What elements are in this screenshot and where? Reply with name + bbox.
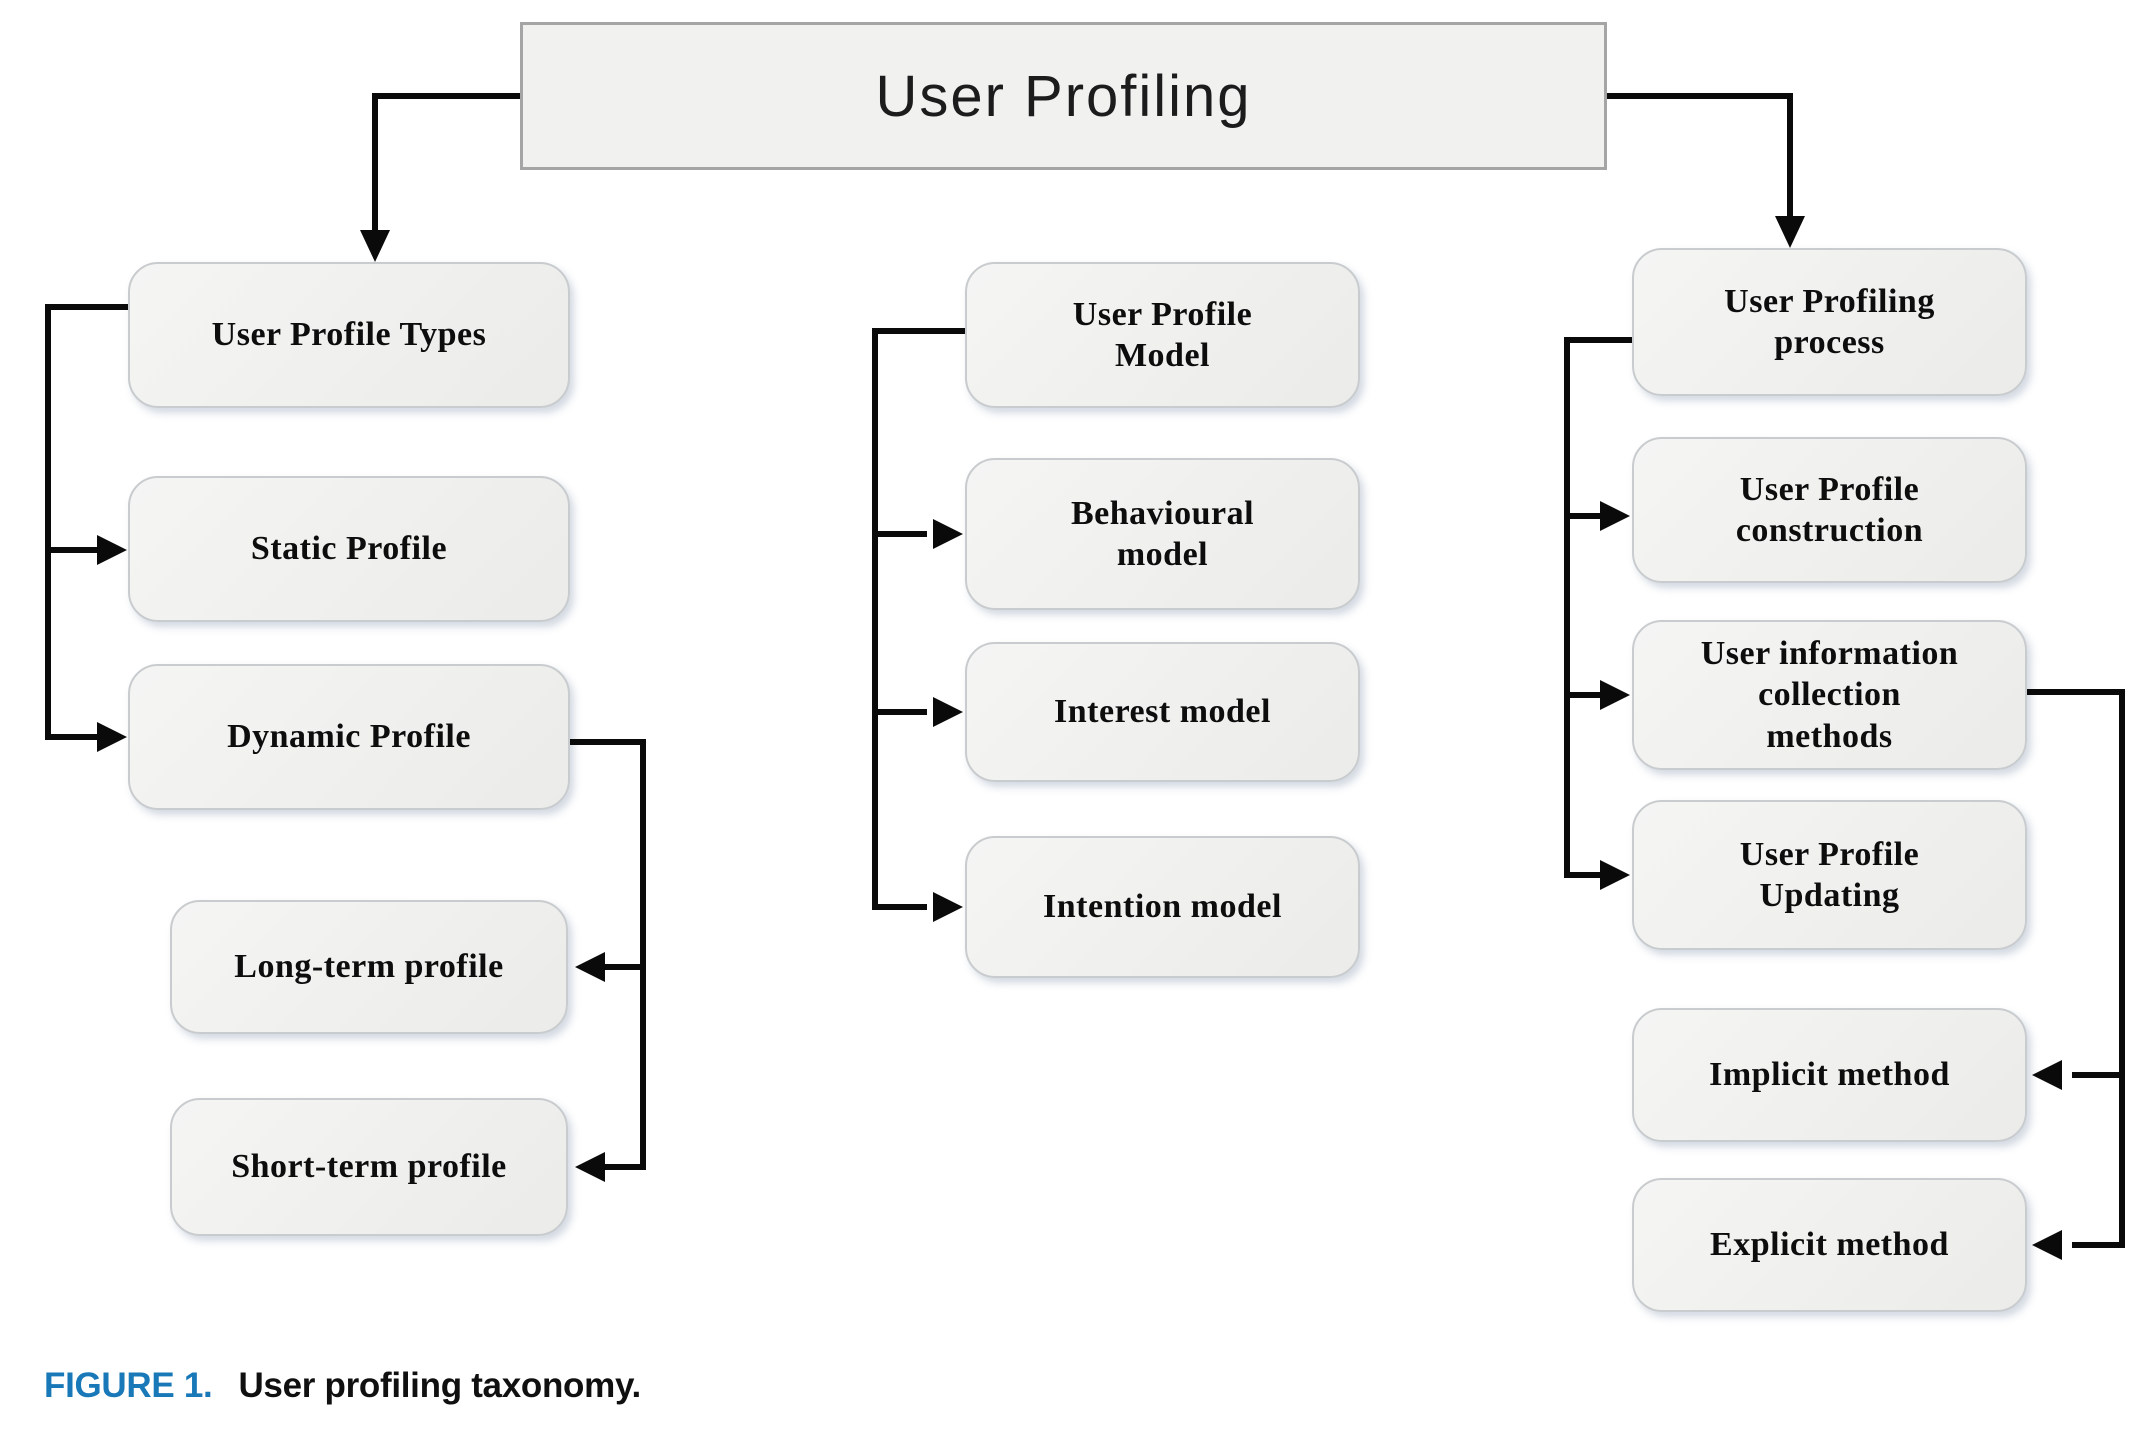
node-long-term-profile: Long-term profile xyxy=(170,900,568,1034)
node-label: User Profile Types xyxy=(211,316,487,354)
node-label: User Profiling process xyxy=(1724,282,1935,361)
node-label: User Profile Updating xyxy=(1739,835,1920,914)
node-user-profiling-root: User Profiling xyxy=(520,22,1607,170)
connector-user-profile-model-spine xyxy=(872,328,965,922)
figure-caption-label: FIGURE 1. xyxy=(44,1366,213,1405)
figure-caption: FIGURE 1. User profiling taxonomy. xyxy=(44,1366,641,1406)
connector-dynamic-profile-spine xyxy=(570,739,646,1182)
node-label: User Profile Model xyxy=(1072,295,1253,374)
node-short-term-profile: Short-term profile xyxy=(170,1098,568,1236)
node-label: Behavioural model xyxy=(1070,494,1255,573)
node-label: User information collection methods xyxy=(1700,634,1959,755)
connector-user-profile-types-spine xyxy=(45,304,128,752)
connector-title-to-user-profiling-process xyxy=(1607,93,1805,248)
node-implicit-method: Implicit method xyxy=(1632,1008,2027,1142)
node-label: Short-term profile xyxy=(231,1148,507,1186)
node-label: Implicit method xyxy=(1709,1056,1950,1094)
node-label: Static Profile xyxy=(250,530,448,568)
node-user-profile-construction: User Profile construction xyxy=(1632,437,2027,583)
diagram-title: User Profiling xyxy=(875,63,1252,129)
node-label: Long-term profile xyxy=(234,948,504,986)
node-user-profile-types: User Profile Types xyxy=(128,262,570,408)
node-user-information-collection-methods: User information collection methods xyxy=(1632,620,2027,770)
node-user-profile-model: User Profile Model xyxy=(965,262,1360,408)
node-user-profiling-process: User Profiling process xyxy=(1632,248,2027,396)
node-explicit-method: Explicit method xyxy=(1632,1178,2027,1312)
figure-caption-text: User profiling taxonomy. xyxy=(238,1366,641,1405)
node-behavioural-model: Behavioural model xyxy=(965,458,1360,610)
node-static-profile: Static Profile xyxy=(128,476,570,622)
node-label: Dynamic Profile xyxy=(227,718,471,756)
connector-user-profiling-process-spine xyxy=(1564,337,1632,890)
node-label: Explicit method xyxy=(1710,1226,1949,1264)
connector-collection-methods-spine xyxy=(2027,689,2125,1260)
node-label: Interest model xyxy=(1054,693,1271,731)
node-dynamic-profile: Dynamic Profile xyxy=(128,664,570,810)
node-label: User Profile construction xyxy=(1735,470,1924,549)
node-interest-model: Interest model xyxy=(965,642,1360,782)
node-user-profile-updating: User Profile Updating xyxy=(1632,800,2027,950)
connector-title-to-user-profile-types xyxy=(360,93,520,262)
node-intention-model: Intention model xyxy=(965,836,1360,978)
node-label: Intention model xyxy=(1043,888,1282,926)
